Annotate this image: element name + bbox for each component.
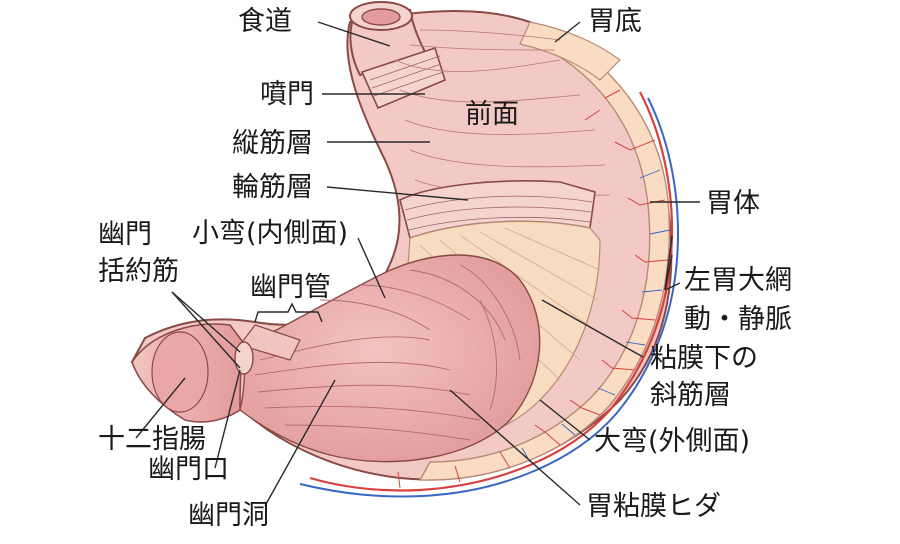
serosa-band bbox=[418, 26, 671, 481]
label-oblique-1: 粘膜下の bbox=[650, 343, 758, 374]
label-pylorus: 幽門口 bbox=[148, 454, 229, 485]
duodenum-lumen bbox=[151, 331, 209, 413]
mucosa-interior bbox=[239, 254, 541, 463]
circular-fibers bbox=[404, 195, 593, 231]
label-body: 胃体 bbox=[706, 188, 760, 219]
label-lesser-curvature: 小弯(内側面) bbox=[192, 218, 348, 249]
labels: 食道 胃底 噴門 前面 縦筋層 輪筋層 小弯(内側面) 胃体 幽門 括約筋 幽門… bbox=[98, 6, 792, 531]
label-gastroepiploic-1: 左胃大網 bbox=[684, 265, 792, 296]
label-antrum: 幽門洞 bbox=[188, 500, 269, 531]
label-oblique-2: 斜筋層 bbox=[650, 380, 731, 411]
gastroepiploic-artery bbox=[309, 91, 674, 492]
label-longitudinal: 縦筋層 bbox=[232, 128, 313, 159]
rugae-folds bbox=[254, 264, 521, 441]
cardia-fibers bbox=[369, 55, 444, 97]
leader-lines bbox=[135, 21, 700, 507]
label-rugae: 胃粘膜ヒダ bbox=[586, 491, 721, 522]
label-circular: 輪筋層 bbox=[232, 172, 313, 203]
label-pyloric-sphincter-1: 幽門 bbox=[98, 219, 152, 250]
label-duodenum: 十二指腸 bbox=[98, 424, 206, 455]
esophagus-lumen bbox=[361, 8, 401, 26]
label-cardia: 噴門 bbox=[260, 79, 314, 110]
label-pyloric-canal: 幽門管 bbox=[250, 272, 331, 303]
label-esophagus: 食道 bbox=[238, 6, 292, 37]
label-fundus: 胃底 bbox=[588, 6, 642, 37]
vessel-branches bbox=[397, 89, 669, 489]
label-pyloric-sphincter-2: 括約筋 bbox=[98, 256, 179, 287]
label-front: 前面 bbox=[465, 99, 519, 130]
label-gastroepiploic-2: 動・静脈 bbox=[684, 304, 792, 335]
pyloric-sphincter-knob bbox=[234, 341, 254, 375]
pyloric-canal-brace bbox=[254, 302, 323, 323]
pyloric-canal bbox=[239, 324, 301, 361]
vein-branches bbox=[521, 169, 671, 463]
label-greater-curvature: 大弯(外側面) bbox=[594, 426, 750, 457]
